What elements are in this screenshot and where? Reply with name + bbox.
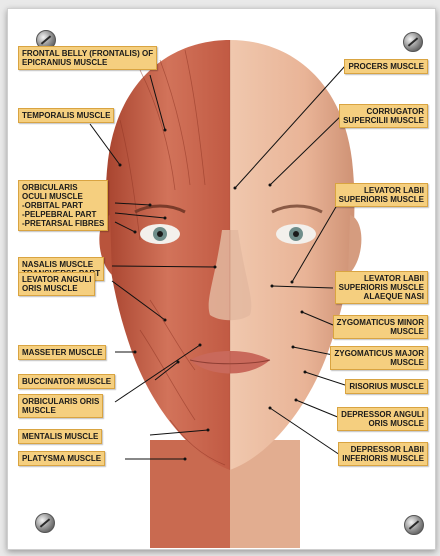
label-levator-labii-superioris: Levator labii superioris muscle bbox=[335, 183, 428, 207]
label-risorius: Risorius muscle bbox=[345, 379, 428, 394]
label-depressor-labii-inferioris: Depressor labii inferioris muscle bbox=[338, 442, 428, 466]
label-orbicularis-oculi: Orbicularis oculi muscle -Orbital part -… bbox=[18, 180, 108, 231]
label-zygomaticus-minor: Zygomaticus minor muscle bbox=[333, 315, 428, 339]
label-levator-anguli-oris: Levator anguli oris muscle bbox=[18, 272, 95, 296]
left-pupil bbox=[157, 231, 163, 237]
right-ear bbox=[348, 215, 361, 275]
label-temporalis: Temporalis muscle bbox=[18, 108, 114, 123]
label-buccinator: Buccinator muscle bbox=[18, 374, 115, 389]
right-pupil bbox=[293, 231, 299, 237]
label-orbicularis-oris: Orbicularis oris muscle bbox=[18, 394, 103, 418]
label-platysma: Platysma muscle bbox=[18, 451, 105, 466]
label-mentalis: Mentalis muscle bbox=[18, 429, 102, 444]
label-depressor-anguli-oris: Depressor anguli oris muscle bbox=[337, 407, 428, 431]
label-zygomaticus-major: Zygomaticus major muscle bbox=[330, 346, 428, 370]
face-muscle-half bbox=[106, 40, 230, 470]
label-procers: Procers muscle bbox=[344, 59, 428, 74]
face-skin-half bbox=[230, 40, 354, 470]
label-frontalis: Frontal belly (frontalis) of epicranius … bbox=[18, 46, 157, 70]
label-masseter: Masseter muscle bbox=[18, 345, 106, 360]
label-levator-labii-alaeque-nasi: Levator labii superioris muscle alaeque … bbox=[335, 271, 428, 304]
label-corrugator: Corrugator supercilii muscle bbox=[339, 104, 428, 128]
